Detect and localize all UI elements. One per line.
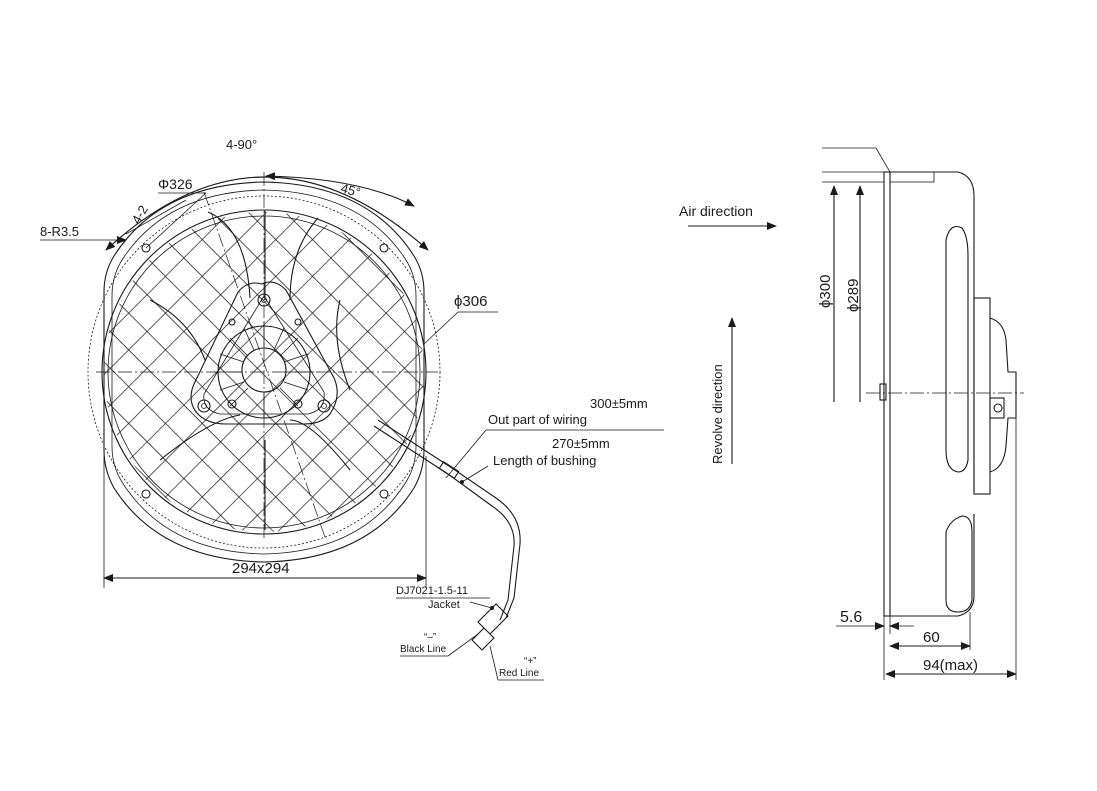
label-connector-model: DJ7021-1.5-11 [396,585,468,597]
label-jacket: Jacket [428,599,460,611]
label-negative-wire: Black Line [400,644,447,655]
label-bushing-length: 270±5mm [552,436,610,451]
label-positive-symbol: “+” [524,656,537,667]
cable-second [377,419,521,619]
wiring-annotations: 300±5mm Out part of wiring 270±5mm Lengt… [396,396,664,681]
label-wire: Out part of wiring [488,412,587,427]
label-diameter-outer: ϕ300 [817,275,834,308]
label-overall-size: 294x294 [232,560,290,577]
side-view: Air direction Revolve direction ϕ300 ϕ28… [679,147,1024,680]
label-bushing: Length of bushing [493,453,596,468]
label-air-direction: Air direction [679,203,753,219]
motor-cap [989,317,1017,473]
hub-bracket [190,281,338,425]
flange-plate [883,171,891,617]
label-positive-wire: Red Line [499,668,539,679]
label-flange-thickness: 5.6 [840,609,862,626]
label-depth: 60 [923,629,940,646]
flange-tab [879,383,887,401]
label-bolt-circle: Φ326 [158,176,193,192]
cable [373,425,515,621]
label-fan-diameter: ϕ306 [454,293,487,310]
front-dimensions: 4-90° 45° Φ326 4-2 8-R3.5 ϕ306 294x294 [40,137,498,588]
label-diameter-inner: ϕ289 [845,279,862,312]
side-housing [890,171,975,617]
housing-inner [111,189,417,555]
front-view [87,172,521,651]
blade-profile-lower [945,515,973,613]
label-hole-count: 4-2 [129,203,151,227]
label-angle: 45° [339,180,362,200]
label-revolve-direction: Revolve direction [710,364,725,464]
label-corner-radius: 8-R3.5 [40,224,79,239]
label-negative-symbol: “–” [424,632,436,643]
motor-body [973,297,991,495]
shaft [989,397,1005,419]
hub-screws [197,293,331,413]
label-max-depth: 94(max) [923,657,978,674]
label-holes-angle: 4-90° [226,137,257,152]
label-wire-length: 300±5mm [590,396,648,411]
bushing-sleeve [438,460,460,480]
connector [471,603,509,651]
blade-profile-upper [945,225,969,473]
